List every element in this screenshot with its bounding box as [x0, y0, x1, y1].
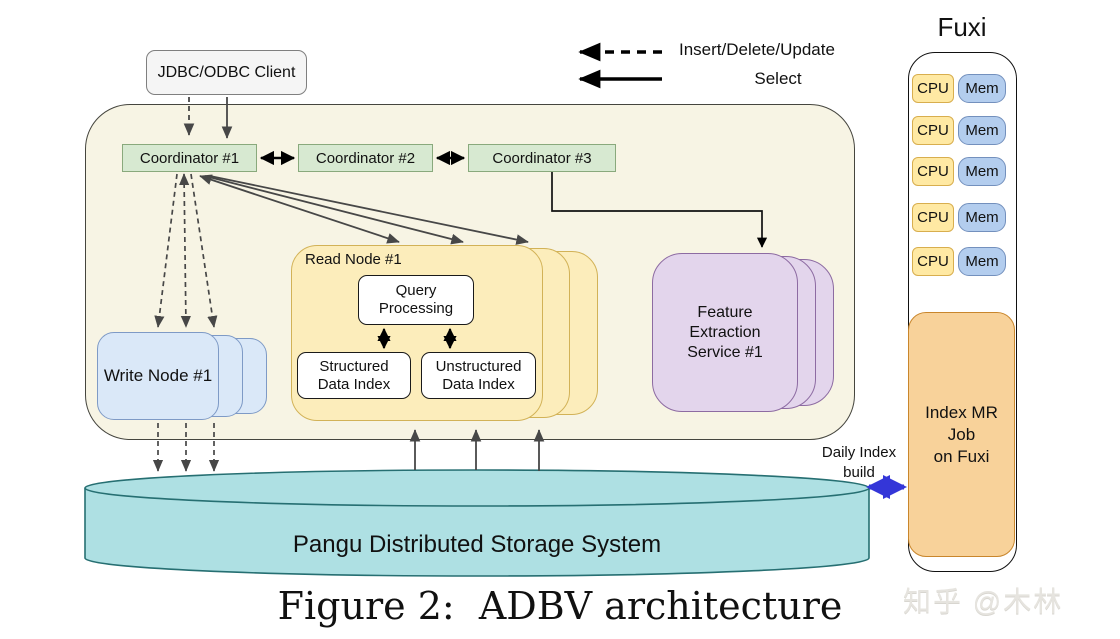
unstructured-data-index-box: Unstructured Data Index [421, 352, 536, 399]
write-node-1 [97, 332, 219, 420]
mem-box: Mem [958, 203, 1006, 232]
figure-caption: Figure 2: ADBV architecture [277, 584, 843, 628]
query-processing-box: Query Processing [358, 275, 474, 325]
index-mr-job-label: Index MR Job on Fuxi [925, 403, 998, 466]
daily-index-build-label: Daily Index build [821, 444, 897, 481]
mem-box: Mem [958, 74, 1006, 103]
jdbc-odbc-client: JDBC/ODBC Client [146, 50, 307, 95]
cpu-box: CPU [912, 116, 954, 145]
mem-box: Mem [958, 247, 1006, 276]
cpu-box: CPU [912, 74, 954, 103]
fuxi-title: Fuxi [937, 12, 987, 42]
mem-box: Mem [958, 157, 1006, 186]
write-node-label: Write Node #1 [103, 366, 213, 385]
read-node-label: Read Node #1 [305, 251, 402, 268]
pangu-storage-label: Pangu Distributed Storage System [292, 531, 662, 558]
legend-dashed-label: Insert/Delete/Update [679, 40, 835, 59]
cpu-box: CPU [912, 157, 954, 186]
coordinator-2: Coordinator #2 [298, 144, 433, 172]
index-mr-job-box [908, 312, 1015, 557]
feature-service-label: Feature Extraction Service #1 [687, 304, 763, 361]
cpu-box: CPU [912, 203, 954, 232]
coordinator-3: Coordinator #3 [468, 144, 616, 172]
feature-extraction-service-1 [652, 253, 798, 412]
cpu-box: CPU [912, 247, 954, 276]
mem-box: Mem [958, 116, 1006, 145]
coordinator-1: Coordinator #1 [122, 144, 257, 172]
structured-data-index-box: Structured Data Index [297, 352, 411, 399]
legend-solid-label: Select [754, 69, 802, 88]
watermark: 知乎 @木林 [903, 586, 1064, 617]
